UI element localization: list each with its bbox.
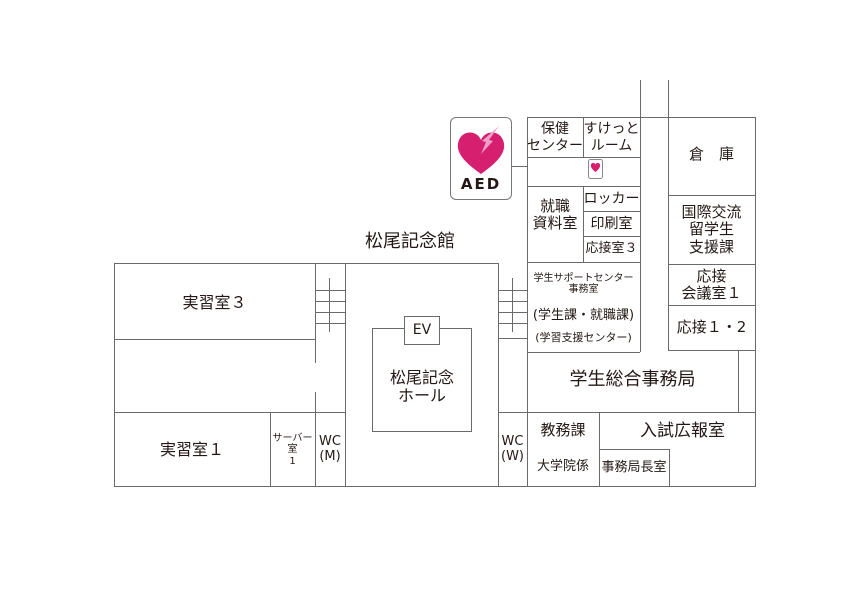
- wall: [114, 412, 345, 413]
- wall: [527, 157, 640, 158]
- wall: [583, 186, 584, 262]
- room-international-exchange: 国際交流 留学生 支援課: [681, 203, 742, 256]
- stair-step: [315, 301, 345, 302]
- wall: [640, 80, 641, 352]
- wall: [315, 263, 316, 363]
- room-academic-affairs: 教務課: [540, 421, 586, 440]
- wall: [498, 486, 756, 487]
- room-reception-1-2: 応接１・2: [676, 318, 747, 337]
- wall: [738, 350, 739, 412]
- room-career-library: 就職 資料室: [532, 196, 578, 232]
- stair-step: [315, 312, 345, 313]
- wall: [668, 195, 756, 196]
- wall: [668, 80, 669, 351]
- room-matsuo-hall: 松尾記念 ホール: [389, 367, 454, 405]
- aed-label: AED: [460, 175, 502, 193]
- room-reception-3: 応接室３: [585, 241, 638, 257]
- aed-leader-line: [512, 166, 527, 167]
- room-graduate-school: 大学院係: [536, 458, 589, 474]
- wall: [114, 339, 315, 340]
- wall: [599, 449, 669, 450]
- room-server-1: サーバー室 1: [272, 432, 313, 467]
- stair-rail: [512, 278, 513, 332]
- room-wc-women: WC (W): [501, 434, 524, 464]
- room-student-support-office: 学生サポートセンター 事務室: [533, 272, 634, 296]
- wall: [527, 117, 528, 486]
- room-student-general-office: 学生総合事務局: [569, 368, 696, 390]
- wall: [755, 117, 756, 486]
- aed-heart-icon: [457, 126, 505, 174]
- room-director-office: 事務局長室: [601, 459, 667, 475]
- room-health-center: 保健 センター: [527, 121, 583, 154]
- wall: [668, 350, 756, 351]
- room-wc-men: WC (M): [319, 434, 341, 464]
- wall: [270, 412, 271, 486]
- wall: [498, 338, 527, 339]
- room-admissions: 入試広報室: [640, 421, 725, 442]
- stair-step: [315, 290, 345, 291]
- elevator: EV: [404, 316, 440, 345]
- wall: [498, 412, 756, 413]
- student-support-sub2: (学習支援センター): [535, 330, 632, 344]
- stair-step: [315, 323, 345, 324]
- wall: [527, 262, 640, 263]
- wall: [345, 263, 346, 486]
- aed-small-icon: [588, 159, 603, 179]
- wall: [527, 117, 756, 118]
- room-jisshu-1: 実習室１: [159, 439, 224, 459]
- wall: [668, 264, 756, 265]
- student-support-sub1: (学生課・就職課): [532, 307, 635, 323]
- room-jisshu-3: 実習室３: [182, 292, 247, 312]
- room-locker: ロッカー: [583, 190, 640, 207]
- room-meeting-1: 応接 会議室１: [681, 266, 742, 302]
- aed-sign: AED: [450, 117, 512, 200]
- wall: [315, 392, 316, 486]
- wall: [668, 305, 756, 306]
- wall: [583, 117, 584, 157]
- room-storage: 倉 庫: [688, 145, 734, 164]
- west-wing-outline: [114, 263, 499, 487]
- room-print: 印刷室: [590, 215, 633, 232]
- room-suketto: すけっと ルーム: [583, 121, 640, 154]
- wall: [583, 211, 640, 212]
- wall: [669, 449, 670, 486]
- wall: [583, 236, 640, 237]
- building-title: 松尾記念館: [365, 230, 455, 252]
- wall: [527, 352, 640, 353]
- stair-rail: [329, 278, 330, 332]
